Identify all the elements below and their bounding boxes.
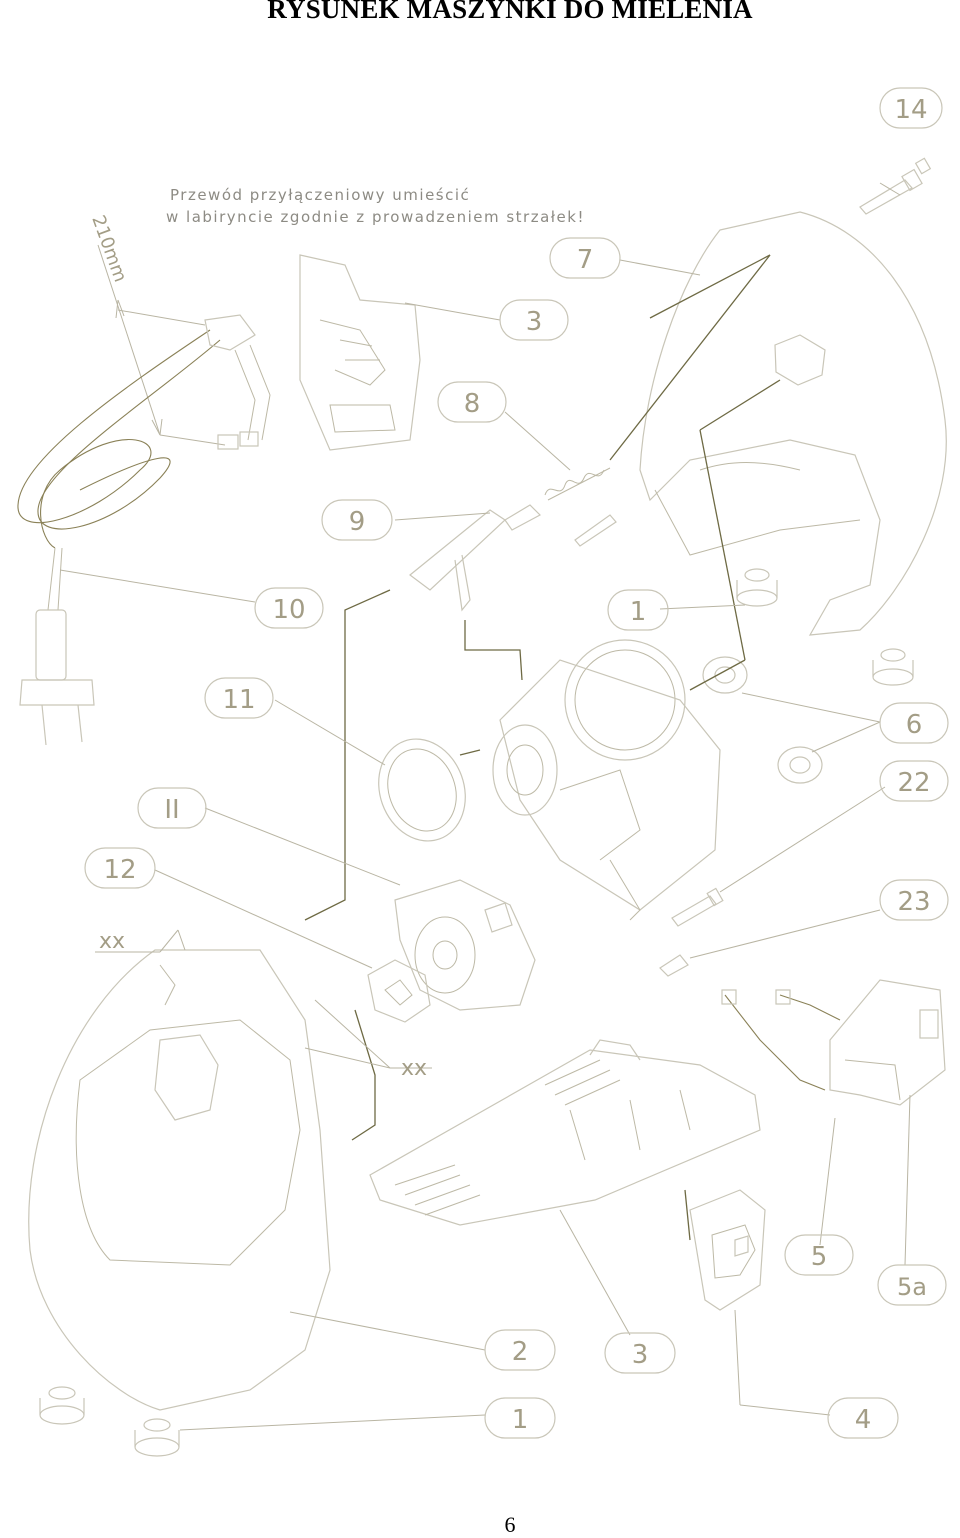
callout-1-bottom: 1 [484, 1397, 556, 1439]
callout-12: 12 [84, 847, 156, 889]
callout-14: 14 [879, 87, 943, 129]
part-14-screw [859, 157, 932, 215]
part-4-switch-cover [689, 1189, 766, 1311]
callout-3-top: 3 [499, 299, 569, 341]
callout-2: 2 [484, 1329, 556, 1371]
motor-gearbox-assembly [492, 639, 721, 921]
svg-text:10: 10 [272, 595, 305, 625]
svg-text:xx: xx [401, 1056, 427, 1081]
callout-5: 5 [784, 1234, 854, 1276]
callout-10: 10 [254, 587, 324, 629]
page-number: 6 [504, 1512, 516, 1537]
svg-text:22: 22 [897, 768, 930, 798]
callout-1-mid: 1 [607, 589, 669, 631]
svg-text:23: 23 [897, 887, 930, 917]
svg-text:2: 2 [512, 1337, 529, 1367]
cable-routing-arrows [304, 254, 781, 1241]
svg-text:14: 14 [894, 95, 927, 125]
cable-routing-note-line2: w labiryncie zgodnie z prowadzeniem strz… [166, 208, 585, 226]
svg-text:8: 8 [464, 389, 481, 419]
svg-text:12: 12 [103, 855, 136, 885]
svg-text:6: 6 [906, 710, 923, 740]
svg-text:7: 7 [577, 245, 594, 275]
svg-text:1: 1 [512, 1405, 529, 1435]
callout-6: 6 [879, 702, 949, 744]
part-2-lower-housing [28, 949, 331, 1411]
callout-5a: 5a [877, 1264, 947, 1306]
callout-11: 11 [204, 677, 274, 719]
callout-xx-mid: xx [390, 1056, 432, 1081]
svg-text:1: 1 [630, 597, 647, 627]
page-title: RYSUNEK MASZYNKI DO MIELENIA [267, 0, 753, 24]
callout-22: 22 [879, 760, 949, 802]
part-9-switch-lever [409, 504, 541, 612]
part-11-seal-ring [378, 738, 466, 842]
part-3-base-plate [369, 1039, 761, 1226]
callout-9: 9 [321, 499, 393, 541]
callout-4: 4 [827, 1397, 899, 1439]
part-22-screw [671, 887, 724, 927]
svg-text:5: 5 [811, 1242, 828, 1272]
part-3-cable-labyrinth [299, 254, 421, 451]
svg-text:3: 3 [526, 307, 543, 337]
leader-lines [59, 182, 911, 1431]
svg-text:5a: 5a [897, 1273, 927, 1301]
power-cord [17, 314, 271, 746]
callout-23: 23 [879, 879, 949, 921]
svg-text:xx: xx [99, 929, 125, 954]
callout-7: 7 [549, 237, 621, 279]
part-6-grommets [702, 656, 823, 784]
cable-length-dimension: 210mm [87, 213, 130, 285]
part-8-spring [544, 467, 617, 547]
part-12-nut [367, 959, 431, 1023]
part-7-top-housing [639, 211, 947, 636]
svg-text:9: 9 [349, 507, 366, 537]
callout-xx-left: xx [99, 929, 125, 954]
svg-text:3: 3 [632, 1340, 649, 1370]
cable-routing-note-line1: Przewód przyłączeniowy umieścić [170, 186, 470, 204]
motor-end-shield [394, 879, 536, 1011]
callout-3-bottom: 3 [604, 1332, 676, 1374]
callout-11-roman: II [137, 787, 207, 829]
dimension-line [97, 244, 226, 446]
callout-8: 8 [437, 381, 507, 423]
svg-text:11: 11 [222, 685, 255, 715]
svg-text:4: 4 [855, 1405, 872, 1435]
part-5-electronics-module [721, 979, 946, 1106]
part-23-screw [659, 954, 689, 977]
part-1-rubber-feet [39, 568, 914, 1457]
svg-text:II: II [164, 795, 179, 825]
